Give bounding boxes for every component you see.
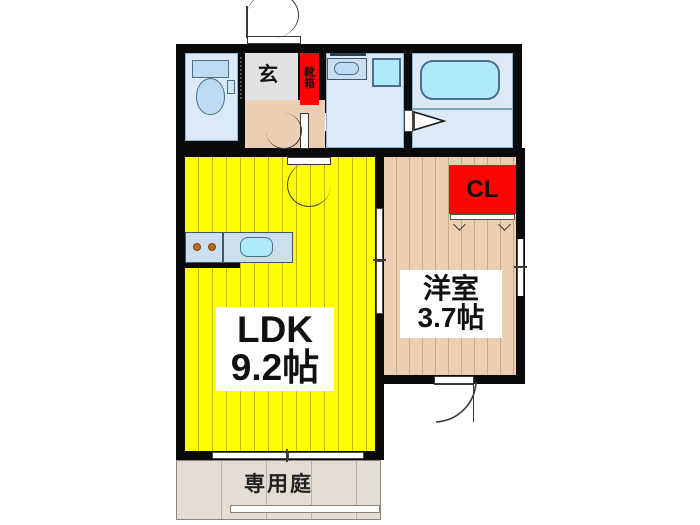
shoebox	[300, 53, 319, 105]
bedroom-label-name: 洋室	[422, 273, 479, 305]
wall-left	[176, 44, 185, 460]
toilet-bowl	[196, 78, 225, 115]
genkan-inner-door-arc	[266, 113, 302, 149]
bedroom-entry-door-arc	[434, 384, 474, 422]
wall-genkan-left	[238, 100, 245, 157]
bedroom-door-swing-arc	[435, 382, 477, 423]
wall-bath-left-lower	[404, 132, 412, 156]
ldk-garden-sliding-door-right[interactable]	[288, 452, 364, 459]
shoebox-label-line1: 靴	[304, 67, 315, 79]
ldk-bedroom-door-mullion	[373, 259, 386, 261]
closet-cl	[449, 165, 516, 214]
washbasin	[334, 62, 359, 75]
bedroom-window-mullion	[514, 266, 527, 268]
bedroom-label-size: 3.7帖	[417, 302, 485, 333]
vanity-mirror	[330, 53, 366, 56]
washroom-sliding-door[interactable]	[326, 120, 327, 121]
wall-bath-left	[404, 53, 412, 111]
ldk-label-size: 9.2帖	[230, 347, 320, 388]
kitchen-stove-divider	[222, 232, 224, 263]
stove-burner-right	[208, 243, 216, 251]
ldk-label-name: LDK	[236, 309, 314, 351]
wall-right-upper	[513, 44, 522, 160]
wall-top	[176, 44, 522, 53]
ldk-label: LDK 9.2帖	[216, 307, 334, 391]
wall-wet-bottom	[245, 148, 525, 157]
ldk-bedroom-sliding-door-upper[interactable]	[376, 208, 383, 261]
genkan-step-tile	[245, 53, 298, 100]
bedroom-label: 洋室 3.7帖	[400, 270, 502, 338]
kitchen-sink	[240, 237, 273, 257]
entrance-door-arc	[247, 0, 299, 38]
closet-label: CL	[466, 175, 499, 203]
ldk-floor-notch	[185, 157, 245, 163]
toilet-door-hinge[interactable]	[240, 57, 242, 101]
ldk-floor	[185, 157, 375, 451]
wall-genkan-bottom	[185, 149, 245, 157]
bathroom-door-track[interactable]	[404, 110, 413, 132]
closet-door-track	[450, 214, 515, 220]
wall-washroom-left	[319, 53, 326, 95]
bedroom-entry-door-panel[interactable]	[434, 376, 474, 384]
wall-jog-right	[513, 156, 525, 165]
bathtub	[420, 60, 500, 100]
genkan-ldk-door-arc	[287, 163, 331, 207]
genkan-label: 玄	[258, 63, 278, 86]
entrance-door-jamb	[246, 6, 248, 38]
washroom-door-triangle-icon	[413, 110, 446, 132]
garden-label: 専用庭	[244, 473, 313, 497]
ldk-bedroom-sliding-door-lower[interactable]	[376, 261, 383, 314]
stove-burner-left	[193, 243, 201, 251]
ldk-garden-door-mullion	[286, 449, 288, 462]
garden-area	[176, 460, 381, 520]
wall-toilet-bottom	[185, 141, 245, 149]
shoebox-label-wrap: 靴 箱	[300, 58, 319, 100]
toilet-tank	[192, 60, 229, 78]
washing-machine-pan	[372, 58, 401, 87]
kitchen-counter	[185, 232, 293, 263]
shoebox-label-line2: 箱	[304, 78, 315, 90]
garden-inner-line	[230, 505, 380, 513]
ldk-garden-sliding-door-left[interactable]	[212, 452, 288, 459]
bath-floor-divider	[412, 108, 513, 110]
wall-ldk-right-lower	[375, 375, 384, 460]
toilet-flush-lever	[227, 80, 235, 94]
kitchen-counter-base	[185, 263, 240, 268]
